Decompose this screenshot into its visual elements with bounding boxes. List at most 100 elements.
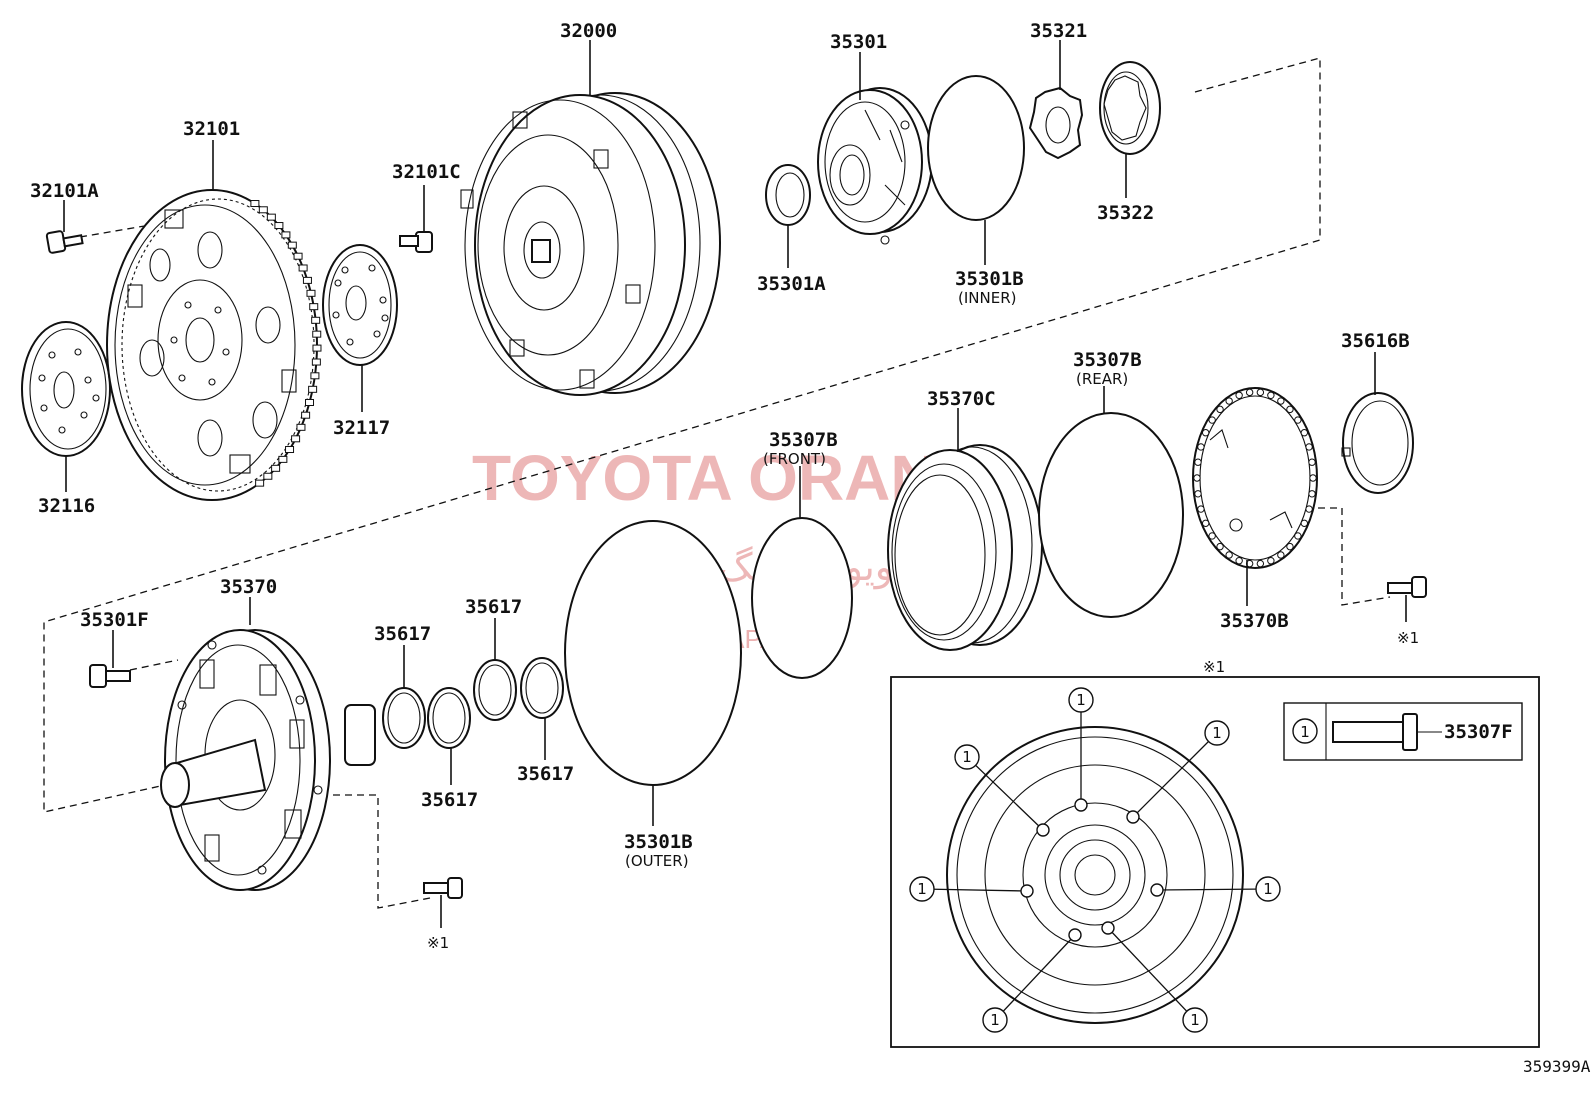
part-32101-ring-gear-teeth xyxy=(250,200,322,487)
ring-gear-tooth xyxy=(311,358,321,366)
detail-marker-circle xyxy=(1204,720,1230,746)
assembly-dashed-line-lower xyxy=(333,794,431,909)
plate-hole xyxy=(1216,542,1224,551)
part-35307B-front-o-ring[interactable] xyxy=(751,517,853,679)
part-35616B-snap-ring[interactable] xyxy=(1341,392,1414,494)
detail-marker-text: 1 xyxy=(1190,1011,1200,1029)
label-35307F: 35307F xyxy=(1444,721,1513,743)
part-35301B-inner-o-ring[interactable] xyxy=(927,75,1025,221)
ring-gear-tooth xyxy=(312,344,322,352)
part-35301B-outer-o-ring[interactable] xyxy=(564,520,742,786)
label-35307B-rear: 35307B xyxy=(1073,349,1142,371)
detail-bolt-head xyxy=(1020,884,1034,898)
ring-gear-tooth xyxy=(258,206,268,214)
plate-hole xyxy=(1277,397,1285,405)
part-35370C-stator-sleeve[interactable] xyxy=(887,444,1043,651)
plate-hole xyxy=(1308,458,1316,466)
detail-marker-text: 1 xyxy=(917,880,927,898)
label-inner: (INNER) xyxy=(958,289,1016,307)
plate-hole xyxy=(1294,532,1302,540)
note1-bolt-lower[interactable] xyxy=(423,877,463,899)
note1-bolt-right[interactable] xyxy=(1387,576,1427,598)
part-35617-ring-1[interactable] xyxy=(382,687,426,749)
part-35617-ring-3[interactable] xyxy=(473,659,517,721)
part-32117-plate[interactable] xyxy=(322,244,398,366)
label-35322: 35322 xyxy=(1097,202,1154,224)
part-32000-torque-converter[interactable] xyxy=(460,92,721,396)
label-32101: 32101 xyxy=(183,118,240,140)
part-35301A-oil-seal[interactable] xyxy=(765,164,811,226)
ring-gear-tooth xyxy=(308,385,318,393)
plate-hole xyxy=(1235,557,1243,565)
plate-hole xyxy=(1294,416,1302,424)
label-35370: 35370 xyxy=(220,576,277,598)
ring-gear-tooth xyxy=(291,435,301,443)
detail-bolt-head xyxy=(1068,928,1082,942)
part-35617-ring-4[interactable] xyxy=(520,657,564,719)
ring-gear-tooth xyxy=(298,264,308,272)
part-35370-oil-pump-assy[interactable] xyxy=(160,629,376,891)
label-35616B: 35616B xyxy=(1341,330,1410,352)
label-note1-right: ※1 xyxy=(1397,629,1419,647)
ring-gear-tooth xyxy=(263,472,273,480)
detail-marker-text: 1 xyxy=(962,748,972,766)
label-35301B-outer: 35301B xyxy=(624,831,693,853)
part-35301-pump-body[interactable] xyxy=(817,87,933,245)
label-note1-detail: ※1 xyxy=(1203,658,1225,676)
detail-bolt-head xyxy=(1074,798,1088,812)
part-35307B-rear-o-ring[interactable] xyxy=(1038,412,1184,618)
ring-gear-tooth xyxy=(285,446,295,454)
bolt-dashed-line-35301F xyxy=(129,659,179,671)
part-35617-ring-2[interactable] xyxy=(427,687,471,749)
plate-hole xyxy=(1197,443,1205,451)
part-35322-driven-gear[interactable] xyxy=(1099,61,1161,155)
detail-marker-text: 1 xyxy=(990,1011,1000,1029)
ring-gear-tooth xyxy=(278,455,288,463)
ring-gear-tooth xyxy=(281,231,291,239)
detail-bolt-head xyxy=(1126,810,1140,824)
plate-hole xyxy=(1225,397,1233,405)
plate-hole xyxy=(1225,551,1233,559)
plate-hole xyxy=(1300,429,1309,437)
label-35370C: 35370C xyxy=(927,388,996,410)
plate-hole xyxy=(1286,405,1294,414)
ring-gear-tooth xyxy=(311,316,321,324)
detail-marker-circle xyxy=(982,1007,1008,1033)
diagram-code: 359399A xyxy=(1523,1057,1591,1076)
plate-hole xyxy=(1277,551,1285,559)
ring-gear-tooth xyxy=(271,464,281,472)
label-32101A: 32101A xyxy=(30,180,99,202)
detail-leader xyxy=(1132,732,1218,818)
plate-hole xyxy=(1194,490,1202,498)
part-32116-plate[interactable] xyxy=(21,321,111,457)
plate-hole xyxy=(1309,474,1317,482)
detail-leader xyxy=(921,888,1028,892)
ring-gear-tooth xyxy=(266,213,276,221)
ring-gear-tooth xyxy=(250,200,260,208)
label-32117: 32117 xyxy=(333,417,390,439)
ring-gear-tooth xyxy=(306,289,316,297)
plate-hole xyxy=(1208,532,1216,540)
part-32101A-bolt[interactable] xyxy=(45,230,84,254)
plate-hole xyxy=(1305,505,1313,513)
label-35301F: 35301F xyxy=(80,609,149,631)
label-35301B-inner: 35301B xyxy=(955,268,1024,290)
detail-marker-circle xyxy=(1255,876,1281,902)
ring-gear-tooth xyxy=(296,423,306,431)
ring-gear-tooth xyxy=(312,330,322,338)
ring-gear-tooth xyxy=(305,398,315,406)
part-32101C-bolt[interactable] xyxy=(399,231,433,253)
plate-hole xyxy=(1208,416,1216,424)
part-35370B-pump-cover-plate[interactable] xyxy=(1192,387,1318,569)
label-35617-1: 35617 xyxy=(374,623,431,645)
part-35301F-bolt[interactable] xyxy=(89,664,131,688)
part-35321-drive-gear[interactable] xyxy=(1028,86,1084,160)
ring-gear-tooth xyxy=(310,372,320,380)
detail-bolt-legend: 1 35307F xyxy=(1283,702,1523,761)
label-35321: 35321 xyxy=(1030,20,1087,42)
plate-hole xyxy=(1256,388,1265,397)
label-32101C: 32101C xyxy=(392,161,461,183)
plate-hole xyxy=(1197,505,1205,513)
